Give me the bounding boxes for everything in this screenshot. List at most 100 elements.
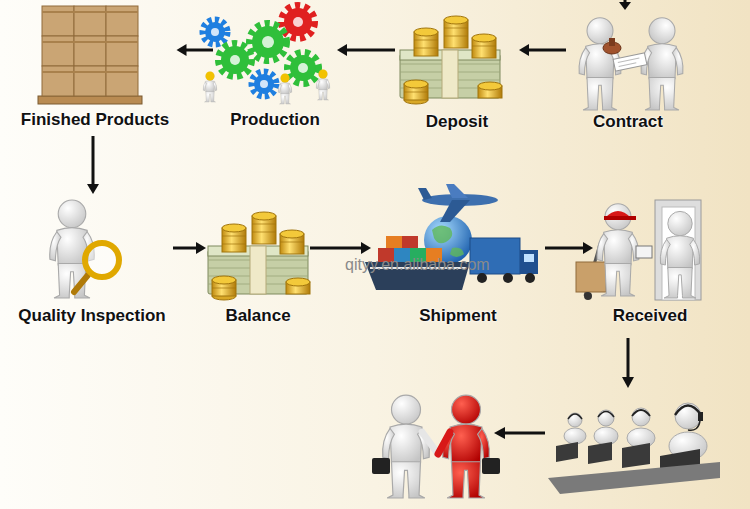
call-center-icon <box>675 406 701 416</box>
gears-icon <box>203 20 227 44</box>
shipment-icon <box>418 188 432 200</box>
gears-icon <box>250 24 286 60</box>
call-center-icon <box>598 412 614 418</box>
contract-icon <box>618 58 640 66</box>
arrow-head <box>196 242 206 254</box>
boxes-icon <box>42 12 138 72</box>
flow-arrow <box>494 0 634 439</box>
handshake-icon <box>443 395 490 498</box>
call-center-icon <box>548 403 720 494</box>
gears-icon <box>219 44 251 76</box>
gears-icon <box>298 63 308 73</box>
handshake-icon <box>372 458 390 474</box>
watermark: qityy.en.alibaba.com <box>345 256 490 274</box>
shipment-icon <box>524 254 534 262</box>
arrow-line <box>92 136 95 185</box>
step-node: Balance <box>208 206 308 330</box>
contract-icon <box>579 18 683 110</box>
arrow-line <box>528 49 566 52</box>
shipment-icon <box>365 184 538 290</box>
gears-icon <box>284 8 312 36</box>
step-label: Production <box>230 110 320 130</box>
arrow-line <box>173 247 197 250</box>
handshake-icon <box>438 432 450 454</box>
arrow-head <box>361 242 371 254</box>
gears-icon <box>254 74 274 94</box>
inspector-icon <box>50 200 119 298</box>
call-center-icon <box>632 408 650 426</box>
gears-icon <box>203 20 227 44</box>
flow-arrow <box>545 242 593 254</box>
call-center-icon <box>675 403 701 429</box>
gears-icon <box>205 22 225 42</box>
delivery-icon <box>636 246 652 258</box>
gears-icon <box>203 6 330 104</box>
call-center-icon <box>688 421 700 430</box>
contract-icon <box>641 18 683 110</box>
gears-icon <box>282 6 314 38</box>
call-center-icon <box>588 442 612 464</box>
arrow-line <box>310 247 362 250</box>
flow-arrow <box>504 432 545 435</box>
delivery-icon <box>584 292 592 300</box>
step-label: Balance <box>225 306 290 326</box>
boxes-icon <box>74 6 106 36</box>
gears-icon <box>203 72 217 102</box>
delivery-icon <box>655 200 701 300</box>
step-node: Quality Inspection <box>13 196 171 330</box>
gears-icon <box>211 28 219 36</box>
delivery-icon <box>576 262 606 292</box>
step-label: Quality Inspection <box>18 306 165 326</box>
call-center-icon <box>568 413 582 427</box>
call-center-icon <box>548 462 720 494</box>
arrow-line <box>545 247 584 250</box>
flow-arrow <box>173 242 206 254</box>
gears-icon <box>293 17 303 27</box>
contract-icon <box>609 38 615 46</box>
step-node: Production <box>215 8 335 134</box>
gears-icon <box>290 55 316 81</box>
boxes-icon <box>42 6 138 96</box>
step-label: Received <box>613 306 688 326</box>
boxes-icon <box>74 66 106 96</box>
gears-icon <box>206 72 215 81</box>
shipment-icon <box>402 236 418 248</box>
boxes-icon <box>38 6 142 104</box>
gears-icon <box>262 36 274 48</box>
arrow-head <box>337 44 347 56</box>
flow-arrow <box>494 427 505 439</box>
flow-arrow <box>87 136 99 194</box>
arrow-line <box>346 49 395 52</box>
handshake-icon <box>383 395 430 498</box>
flow-arrow <box>337 44 395 56</box>
step-node: Contract <box>568 12 688 136</box>
gears-icon <box>252 72 276 96</box>
call-center-icon <box>594 427 618 445</box>
boxes-icon <box>106 6 138 36</box>
delivery-icon <box>597 204 639 296</box>
inspector-icon <box>85 243 119 277</box>
step-label: Deposit <box>426 112 488 132</box>
gears-icon <box>250 24 286 60</box>
step-label: Shipment <box>419 306 496 326</box>
flow-arrow <box>627 338 630 378</box>
inspector-icon <box>74 275 88 292</box>
gears-icon <box>288 53 318 83</box>
step-node: Deposit <box>397 8 517 136</box>
gears-icon <box>260 80 268 88</box>
call-center-icon <box>564 428 586 444</box>
boxes-icon <box>38 96 142 104</box>
gears-icon <box>281 74 290 83</box>
step-node: Received <box>595 200 705 330</box>
boxes-icon <box>42 6 74 36</box>
shipment-icon <box>503 273 513 283</box>
call-center-icon <box>556 442 578 462</box>
flow-arrow <box>310 242 371 254</box>
gears-icon <box>316 70 330 100</box>
handshake-icon <box>422 432 438 454</box>
call-center-icon <box>568 414 582 419</box>
